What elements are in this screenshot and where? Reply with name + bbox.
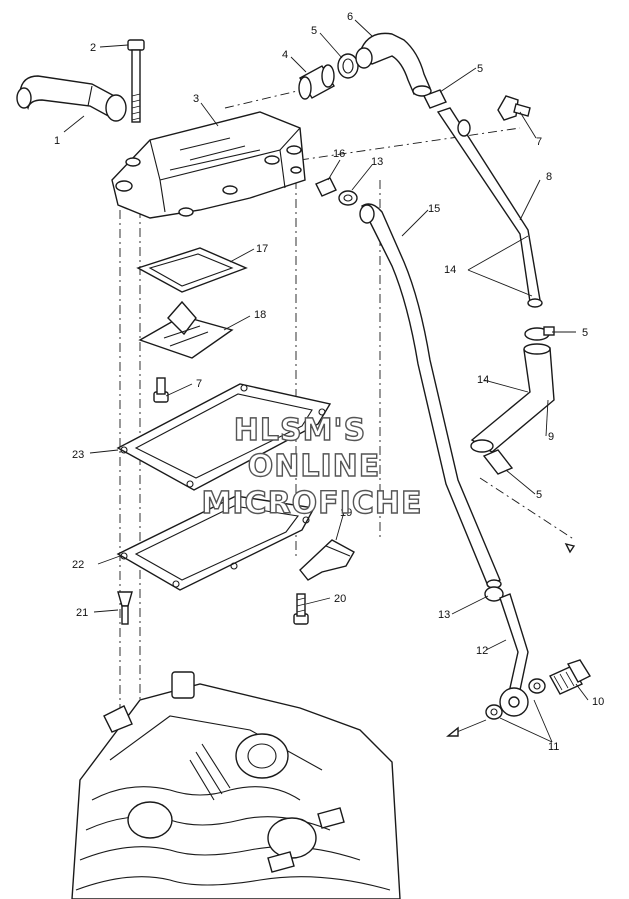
callout-17: 17	[256, 243, 268, 255]
part-19-bracket	[299, 539, 355, 581]
part-20-bolt	[293, 593, 309, 625]
callout-21: 21	[76, 607, 88, 619]
callout-5-lower-right: 5	[536, 489, 542, 501]
part-5-clamp-top	[337, 53, 359, 79]
callout-7-upper: 7	[536, 136, 542, 148]
part-3-cover	[111, 111, 306, 219]
callout-13-lower: 13	[438, 609, 450, 621]
callout-8: 8	[546, 171, 552, 183]
callout-9: 9	[548, 431, 554, 443]
callout-2: 2	[90, 42, 96, 54]
callout-4: 4	[282, 49, 288, 61]
callout-12: 12	[476, 645, 488, 657]
part-15-long-hose	[359, 203, 502, 589]
part-12-breather-tube	[499, 593, 529, 717]
callout-leaders	[63, 19, 589, 743]
part-13-clamp-upper	[338, 190, 358, 206]
part-5-clamp-lower-right	[482, 449, 514, 475]
callout-22: 22	[72, 559, 84, 571]
callout-labels: 1 2 3 4 5 6 5 7 16 13 8 15 17 14 5 18 7 …	[54, 11, 604, 753]
direction-arrows	[446, 542, 576, 737]
callout-14-lower: 14	[477, 374, 489, 386]
callout-14-upper: 14	[444, 264, 456, 276]
part-1-elbow-hose	[16, 75, 127, 122]
callout-3: 3	[193, 93, 199, 105]
part-7-bolt-upper	[497, 95, 531, 121]
part-4-fitting	[298, 64, 335, 100]
callout-13-upper: 13	[371, 156, 383, 168]
part-8-vent-tube	[436, 107, 543, 308]
cylinder-head	[71, 671, 401, 899]
watermark-line-1: HLSM'S	[234, 413, 366, 448]
part-22-gasket	[116, 495, 316, 591]
callout-11: 11	[548, 741, 559, 753]
callout-23: 23	[72, 449, 84, 461]
part-21-screw	[117, 591, 133, 625]
part-5-clamp-middle-right	[524, 326, 555, 341]
part-18-reed-valve	[138, 300, 234, 359]
part-5-clamp-upper-right	[423, 89, 447, 109]
part-11-washers	[485, 678, 546, 720]
watermark-line-2: ONLINE	[248, 449, 381, 484]
callout-6: 6	[347, 11, 353, 23]
callout-15: 15	[428, 203, 440, 215]
part-9-lower-hose	[470, 343, 555, 453]
watermark-line-3: MICROFICHE	[202, 486, 423, 521]
callout-18: 18	[254, 309, 266, 321]
callout-16: 16	[333, 148, 345, 160]
part-23-gasket	[116, 383, 332, 491]
part-17-gasket	[136, 247, 248, 293]
part-10-banjo-bolt	[549, 659, 592, 695]
part-13-clamp-lower	[484, 586, 504, 602]
part-6-hose	[355, 32, 432, 97]
part-14-leaders	[467, 235, 533, 297]
callout-1: 1	[54, 135, 60, 147]
callout-5-middle-right: 5	[582, 327, 588, 339]
callout-10: 10	[592, 696, 604, 708]
callout-20: 20	[334, 593, 346, 605]
part-16-fitting	[315, 177, 337, 197]
assembly-centerlines	[119, 87, 576, 720]
callout-7-lower: 7	[196, 378, 202, 390]
callout-19: 19	[340, 507, 352, 519]
part-7-bolt-lower	[153, 377, 169, 403]
watermark: HLSM'S ONLINE MICROFICHE	[201, 412, 423, 521]
part-2-bolt	[127, 39, 145, 123]
callout-5-top: 5	[311, 25, 317, 37]
callout-5-upper-right: 5	[477, 63, 483, 75]
